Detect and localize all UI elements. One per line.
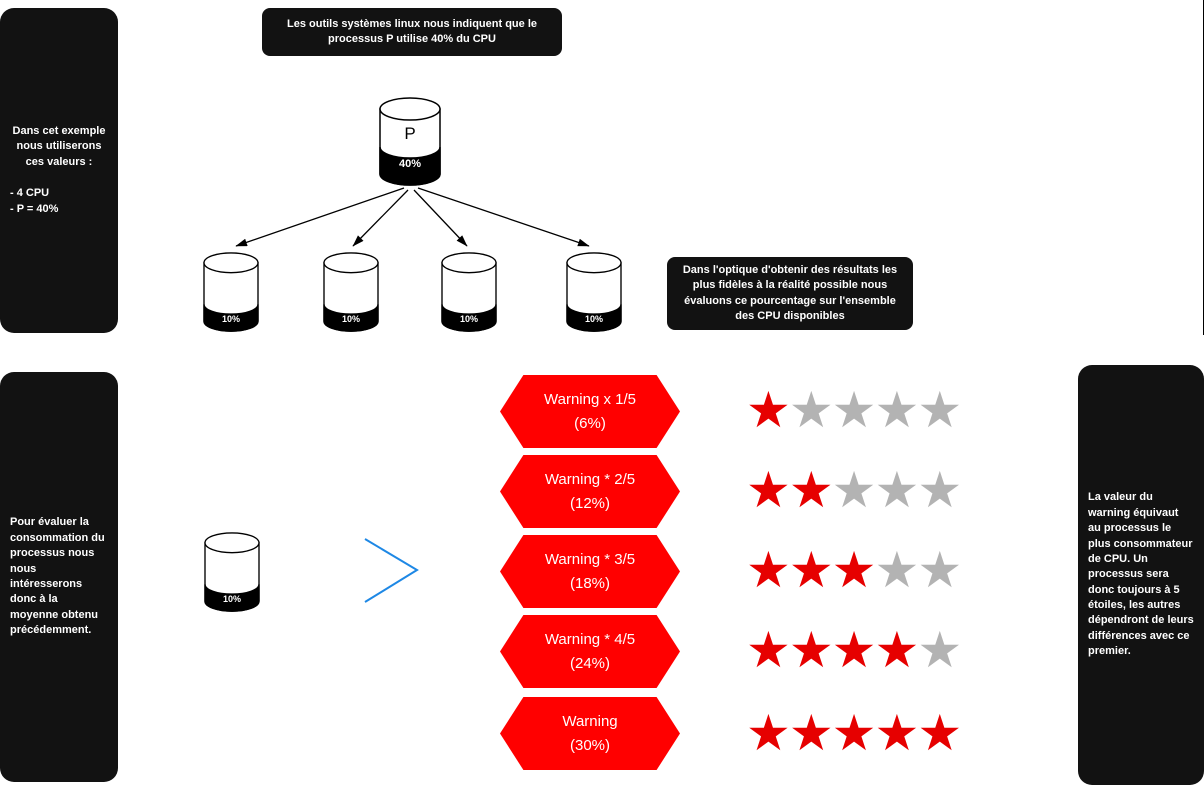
warning-percent: (6%)	[574, 414, 606, 432]
star-filled-icon: ★	[831, 622, 877, 678]
warning-percent: (12%)	[569, 494, 610, 512]
star-empty-icon: ★	[874, 382, 919, 438]
cylinder-icon: P 40%	[379, 97, 441, 186]
note-example-value-list: - 4 CPU - P = 40%	[10, 187, 59, 215]
cylinder-icon: 10%	[566, 252, 622, 332]
flow-arrow	[417, 187, 590, 247]
note-example-intro: Dans cet exemple nous utiliserons ces va…	[12, 125, 106, 168]
note-average-text: Pour évaluer la consommation du processu…	[10, 516, 105, 637]
star-filled-icon: ★	[746, 542, 791, 598]
warning-title: Warning * 2/5	[544, 470, 636, 488]
star-filled-icon: ★	[788, 705, 834, 761]
note-average: Pour évaluer la consommation du processu…	[0, 372, 118, 782]
warning-title: Warning * 3/5	[544, 550, 636, 568]
flow-arrow	[352, 189, 409, 247]
cpu-cylinder-2: 10%	[322, 252, 380, 338]
cylinder-icon: 10%	[323, 252, 379, 332]
note-warning-value: La valeur du warning équivaut au process…	[1078, 365, 1204, 785]
cylinder-icon: 10%	[441, 252, 497, 332]
star-empty-icon: ★	[917, 622, 962, 678]
cpu-usage: 10%	[342, 314, 360, 324]
cpu-cylinder-4: 10%	[565, 252, 623, 338]
star-rating-row: ★★★★★	[746, 704, 962, 764]
warning-title: Warning * 4/5	[544, 630, 636, 648]
warning-title: Warning	[562, 712, 618, 730]
flow-arrow	[235, 187, 405, 247]
cylinder-icon: 10%	[203, 252, 259, 332]
star-rating-row: ★★★★★	[746, 541, 962, 601]
star-empty-icon: ★	[874, 542, 919, 598]
star-empty-icon: ★	[831, 462, 877, 518]
star-filled-icon: ★	[788, 462, 834, 518]
star-filled-icon: ★	[746, 382, 791, 438]
process-label: P	[404, 124, 415, 143]
note-all-cpus: Dans l'optique d'obtenir des résultats l…	[667, 257, 913, 330]
cylinder-icon: 10%	[204, 532, 260, 612]
star-filled-icon: ★	[831, 542, 877, 598]
note-warning-value-text: La valeur du warning équivaut au process…	[1088, 491, 1194, 658]
star-filled-icon: ★	[746, 462, 791, 518]
star-empty-icon: ★	[874, 462, 919, 518]
star-filled-icon: ★	[831, 705, 877, 761]
star-empty-icon: ★	[917, 382, 962, 438]
star-empty-icon: ★	[788, 382, 834, 438]
star-filled-icon: ★	[874, 705, 919, 761]
note-linux-tools-text: Les outils systèmes linux nous indiquent…	[287, 17, 537, 45]
star-filled-icon: ★	[874, 622, 919, 678]
star-filled-icon: ★	[788, 622, 834, 678]
warning-percent: (18%)	[569, 574, 610, 592]
warning-badge-4: Warning * 4/5 (24%)	[500, 615, 680, 688]
average-usage: 10%	[223, 594, 241, 604]
warning-title: Warning x 1/5	[544, 390, 636, 408]
star-filled-icon: ★	[917, 705, 962, 761]
cpu-cylinder-1: 10%	[202, 252, 260, 338]
warning-badge-3: Warning * 3/5 (18%)	[500, 535, 680, 608]
note-linux-tools: Les outils systèmes linux nous indiquent…	[262, 8, 562, 56]
warning-badge-1: Warning x 1/5 (6%)	[500, 375, 680, 448]
star-rating-row: ★★★★★	[746, 461, 962, 521]
note-example-values: Dans cet exemple nous utiliserons ces va…	[0, 8, 118, 333]
star-empty-icon: ★	[917, 542, 962, 598]
chevron-right-icon	[364, 538, 419, 603]
warning-badge-5: Warning (30%)	[500, 697, 680, 770]
star-rating-row: ★★★★★	[746, 381, 962, 441]
star-filled-icon: ★	[788, 542, 834, 598]
star-empty-icon: ★	[831, 382, 877, 438]
cpu-usage: 10%	[585, 314, 603, 324]
star-rating-row: ★★★★★	[746, 621, 962, 681]
average-cylinder: 10%	[203, 532, 261, 618]
process-cylinder: P 40%	[378, 97, 442, 192]
star-filled-icon: ★	[746, 622, 791, 678]
warning-percent: (24%)	[569, 654, 610, 672]
cpu-usage: 10%	[222, 314, 240, 324]
star-filled-icon: ★	[746, 705, 791, 761]
star-empty-icon: ★	[917, 462, 962, 518]
flow-arrow	[413, 189, 468, 247]
warning-percent: (30%)	[569, 736, 610, 754]
note-all-cpus-text: Dans l'optique d'obtenir des résultats l…	[682, 263, 898, 322]
cpu-usage: 10%	[460, 314, 478, 324]
warning-badge-2: Warning * 2/5 (12%)	[500, 455, 680, 528]
cpu-cylinder-3: 10%	[440, 252, 498, 338]
process-usage: 40%	[399, 158, 421, 170]
